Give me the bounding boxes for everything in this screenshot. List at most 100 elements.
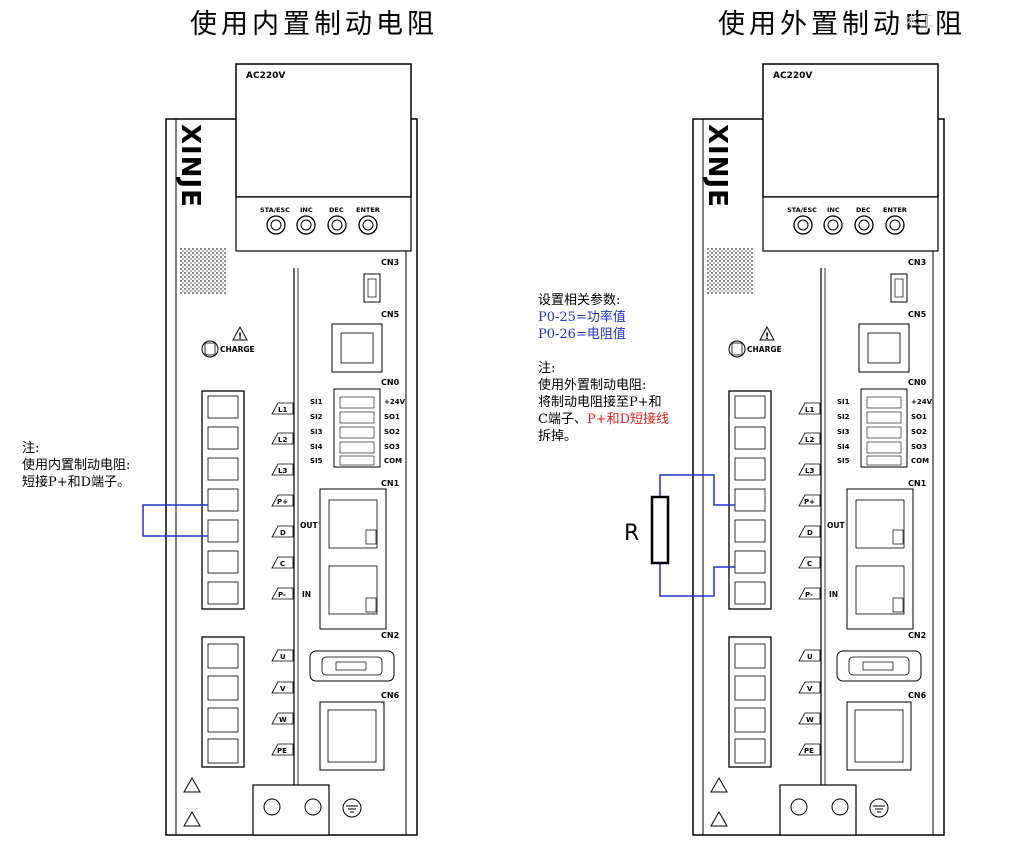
terminal-label-d: D — [280, 529, 286, 537]
power-label: AC220V — [246, 71, 285, 81]
button-label: DEC — [856, 206, 871, 214]
warning-triangle-icon — [183, 776, 201, 793]
terminal-slot — [734, 519, 766, 543]
left-note-line: 短接P+和D端子。 — [22, 475, 131, 490]
terminal-slot — [734, 550, 766, 574]
terminal-tag — [271, 402, 294, 415]
pin-row — [866, 411, 902, 424]
cn5-port[interactable] — [331, 323, 383, 373]
terminal-tag — [798, 402, 821, 415]
button-inner-icon — [889, 219, 901, 231]
cn0-signal-label: SO2 — [384, 428, 400, 436]
port-inner — [854, 709, 904, 763]
inc-button[interactable] — [823, 215, 843, 235]
terminal-label-v: V — [280, 685, 286, 693]
port-inner — [867, 332, 901, 364]
cn3-port[interactable] — [890, 273, 908, 303]
enter-button[interactable] — [885, 215, 905, 235]
dec-button[interactable] — [327, 215, 347, 235]
cn0-signal-label: SI3 — [837, 428, 850, 436]
terminal-slot — [734, 581, 766, 605]
motor-terminal-block — [728, 636, 772, 768]
cn5-port[interactable] — [858, 323, 910, 373]
pin-row — [866, 396, 902, 409]
charge-led-icon — [201, 340, 219, 358]
terminal-tag — [798, 743, 821, 756]
cn6-port[interactable] — [846, 701, 912, 771]
terminal-slot — [734, 426, 766, 450]
terminal-slot — [207, 457, 239, 481]
terminal-tag — [271, 494, 294, 507]
terminal-label-l2: L2 — [805, 436, 814, 444]
main-terminal-slots — [734, 395, 766, 605]
terminal-label-u: U — [280, 653, 286, 661]
param-resistance: P0-26=电阻值 — [538, 327, 626, 342]
terminal-tag — [271, 432, 294, 445]
button-label: INC — [827, 206, 840, 214]
cn0-port[interactable] — [333, 388, 381, 468]
warning-mark: ! — [238, 332, 242, 342]
cn0-pins — [339, 396, 375, 466]
terminal-slot — [734, 643, 766, 669]
pin-row — [339, 411, 375, 424]
rj45-out[interactable] — [855, 499, 905, 549]
inc-button[interactable] — [296, 215, 316, 235]
button-inner-icon — [300, 219, 312, 231]
sta-esc-button[interactable] — [266, 215, 286, 235]
hot-surface-warning-icon — [710, 810, 728, 827]
pin-row — [866, 426, 902, 439]
terminal-slot — [207, 426, 239, 450]
cn0-port[interactable] — [860, 388, 908, 468]
terminal-tag — [798, 712, 821, 725]
charge-led-icon — [728, 340, 746, 358]
top-cover — [762, 63, 939, 198]
rj45-in[interactable] — [328, 565, 378, 615]
pin-row — [339, 455, 375, 466]
terminal-label-pe: PE — [804, 747, 814, 755]
cn0-signal-label: SI3 — [310, 428, 323, 436]
qr-code — [180, 248, 226, 294]
external-resistor-wiring: R — [624, 474, 735, 597]
button-inner-icon — [797, 219, 809, 231]
terminal-tag — [798, 587, 821, 600]
cn1-port[interactable] — [846, 488, 914, 630]
cn1-port[interactable] — [319, 488, 387, 630]
rj45-out[interactable] — [328, 499, 378, 549]
screw-icon — [790, 798, 808, 816]
terminal-label-w: W — [806, 716, 814, 724]
warning-triangle-icon — [232, 325, 248, 341]
port-inner — [327, 709, 377, 763]
cn2-label: CN2 — [381, 631, 399, 640]
button-panel — [762, 196, 939, 252]
rj45-in[interactable] — [855, 565, 905, 615]
port-inner — [340, 332, 374, 364]
terminal-label-v: V — [807, 685, 813, 693]
left-note-line: 使用内置制动电阻: — [22, 458, 131, 473]
dec-button[interactable] — [854, 215, 874, 235]
port-inner — [894, 278, 904, 298]
button-label: INC — [300, 206, 313, 214]
cn2-port[interactable] — [836, 650, 922, 682]
sta-esc-button[interactable] — [793, 215, 813, 235]
terminal-label-l1: L1 — [805, 406, 814, 414]
screw-icon — [831, 798, 849, 816]
enter-button[interactable] — [358, 215, 378, 235]
terminal-tag — [271, 681, 294, 694]
port-inner — [335, 661, 367, 671]
button-inner-icon — [362, 219, 374, 231]
warning-triangle-icon — [710, 776, 728, 793]
right-note-line: 将制动电阻接至P+和 — [538, 395, 662, 410]
right-note-line: C端子、P+和D短接线 — [538, 411, 669, 428]
cn2-label: CN2 — [908, 631, 926, 640]
cn1-label: CN1 — [381, 479, 400, 488]
title-external-resistor: 使用外置制动电阻 — [718, 9, 966, 40]
cn6-port[interactable] — [319, 701, 385, 771]
terminal-slot — [207, 643, 239, 669]
charge-led-frame — [204, 342, 216, 356]
cn2-port[interactable] — [309, 650, 395, 682]
cn3-port[interactable] — [363, 273, 381, 303]
terminal-slot — [207, 738, 239, 764]
wire-to-c — [659, 563, 735, 597]
terminal-label-l3: L3 — [278, 467, 287, 475]
terminal-tag — [271, 463, 294, 476]
